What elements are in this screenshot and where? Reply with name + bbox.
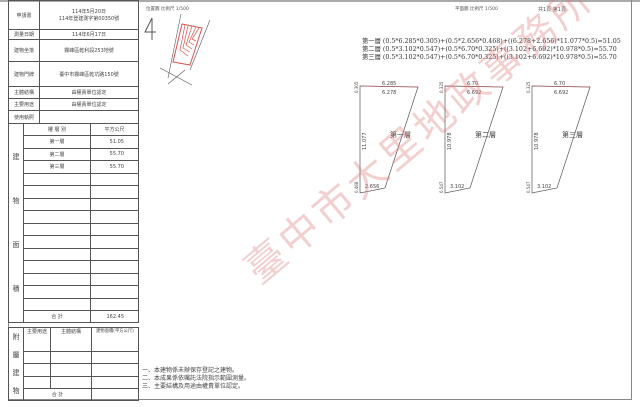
floor-label: 第二層 — [475, 130, 496, 139]
location-map — [144, 13, 211, 86]
col-area: 平方公尺 — [90, 123, 139, 136]
floor-outline — [531, 85, 591, 194]
attached-side-label: 附屬建物 — [8, 327, 24, 401]
dimension-left-bottom: 0.547 — [526, 181, 531, 193]
floor-label: 第三層 — [562, 130, 583, 139]
formula-row: 第二層 (0.5*3.102*0.547)+(0.5*6.70*0.325)+(… — [362, 46, 617, 53]
location-map-title: 位置圖 比例尺 1/500 — [146, 7, 189, 12]
dimension-bottom: 3.102 — [450, 184, 464, 190]
dimension-left-top: 0.325 — [526, 81, 531, 93]
dimension-top-inner: 6.692 — [467, 90, 481, 96]
dimension-side: 11.077 — [362, 133, 368, 151]
survey-date: 114年6月17日 — [39, 29, 139, 40]
address: 臺中市霧峰區乾坑路150號 — [39, 61, 139, 87]
formula-row: 第一層 (0.5*6.285*0.305)+(0.5*2.656*0.468)+… — [362, 38, 621, 45]
dimension-left-top: 0.305 — [354, 81, 359, 93]
note: 一、本建物係未辦保存登記之建物。 — [142, 367, 239, 374]
dimension-bottom: 3.102 — [537, 184, 551, 190]
location: 霧峰區乾利段253地號 — [39, 39, 139, 62]
formula-row: 第三層 (0.5*3.102*0.547)+(0.5*6.70*0.325)+(… — [362, 54, 617, 61]
total-label: 合 計 — [23, 310, 91, 323]
floor-plans: 6.285 6.278 第一層 2.656 11.077 0.305 0.468 6.70 6.… — [354, 81, 591, 194]
top-border — [0, 0, 640, 2]
dimension-top-inner: 6.278 — [382, 90, 396, 96]
dimension-side: 10.978 — [447, 133, 453, 151]
dashed-boundary — [359, 85, 419, 88]
area-formulas: 第一層 (0.5*6.285*0.305)+(0.5*2.656*0.468)+… — [362, 38, 621, 62]
address-label: 建物門牌 — [8, 61, 40, 87]
total-area: 162.45 — [90, 310, 139, 323]
floor-label: 第一層 — [390, 130, 411, 139]
dimension-top-inner: 6.692 — [554, 90, 568, 96]
north-arrow-icon — [144, 17, 156, 40]
dashed-boundary — [444, 85, 504, 88]
plan-title: 平面圖 比例尺 1/500 — [455, 7, 498, 12]
attached-building-table: 附屬建物 主要用途主體結構建物面積(平方公尺) 合 計 — [8, 326, 139, 402]
dimension-left-bottom: 0.468 — [354, 181, 359, 193]
usage-label: 主要用途 — [8, 98, 40, 111]
page-indicator: 共1頁 第1頁 — [538, 7, 566, 13]
building-area-side-label: 建物面積 — [8, 123, 24, 323]
dimension-top-outer: 6.70 — [467, 81, 478, 87]
dimension-side: 10.978 — [534, 133, 540, 151]
col-usage: 主要用途 — [23, 326, 51, 353]
dashed-boundary — [531, 85, 591, 88]
col-structure: 主體結構 — [50, 326, 92, 353]
dimension-bottom: 2.656 — [365, 184, 379, 190]
permit-label: 使用執照 — [8, 110, 40, 124]
applicant-label: 申請書 — [8, 0, 40, 30]
permit — [39, 110, 139, 124]
parcel-hatch — [172, 23, 203, 66]
structure: 由權責單位認定 — [39, 86, 139, 99]
note: 二、本成果係依囑託法院指示範圍測量。 — [142, 375, 251, 382]
survey-date-label: 測量日期 — [8, 29, 40, 40]
col-floor: 樓 層 別 — [23, 123, 91, 136]
dimension-top-outer: 6.70 — [554, 81, 565, 87]
note: 三、主要結構及用途由權責單位認定。 — [142, 383, 245, 390]
col-attached-area: 建物面積(平方公尺) — [91, 326, 139, 353]
structure-label: 主體結構 — [8, 86, 40, 99]
location-label: 建物坐落 — [8, 39, 40, 62]
dimension-left-top: 0.325 — [439, 81, 444, 93]
dimension-left-bottom: 0.547 — [439, 181, 444, 193]
attached-total-label: 合 計 — [23, 387, 92, 402]
dimension-top-outer: 6.285 — [382, 81, 396, 87]
notes: 一、本建物係未辦保存登記之建物。 二、本成果係依囑託法院指示範圍測量。 三、主要… — [142, 367, 250, 391]
usage: 由權責單位認定 — [39, 98, 139, 111]
